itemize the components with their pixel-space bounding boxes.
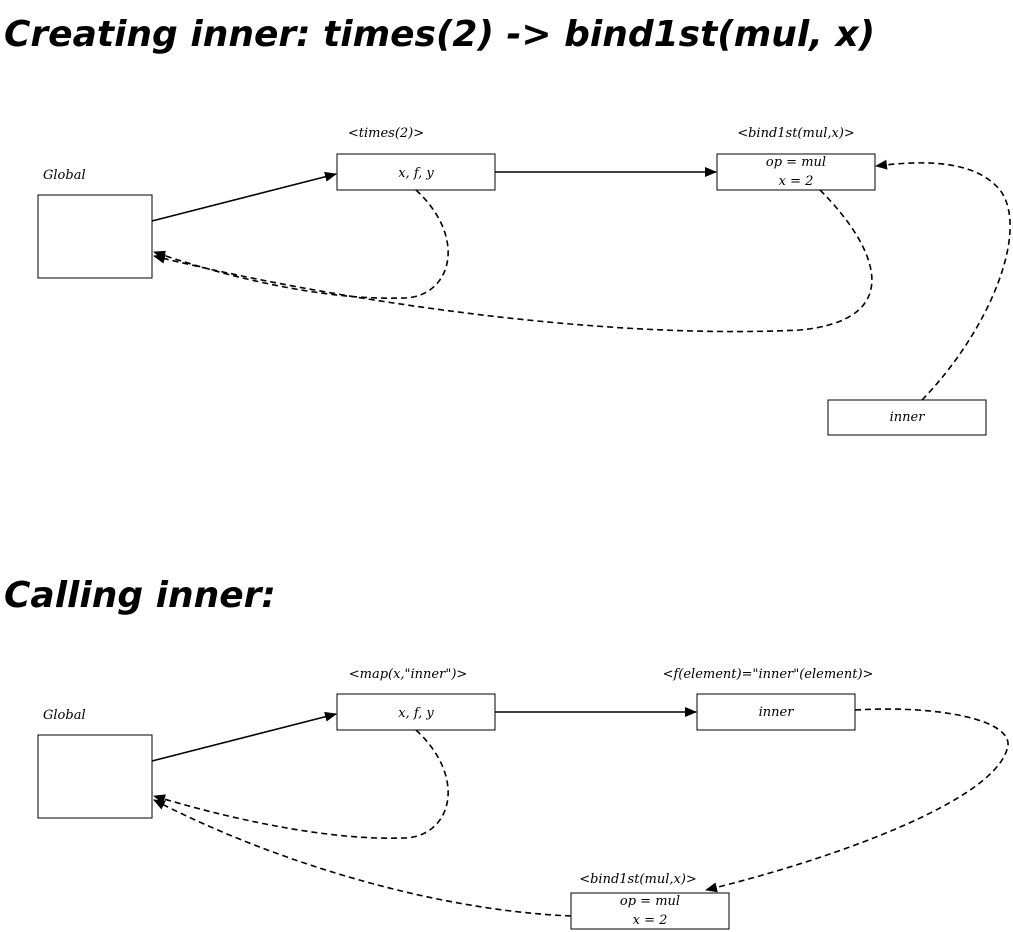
diagram1-parent-arrow-times-to-global (153, 189, 449, 299)
diagram2-f-frame-content: inner (759, 705, 795, 720)
diagram2-f-frame-title: <f(element)="inner"(element)> (663, 667, 874, 682)
diagram2-f-frame (696, 693, 856, 731)
diagram1-times-frame (336, 153, 496, 191)
diagram2-bind1st-op: op = mul (620, 894, 680, 909)
diagram2-global-label: Global (43, 708, 86, 723)
diagram1-global-label: Global (43, 168, 86, 183)
diagram2-bind1st-frame-title: <bind1st(mul,x)> (579, 872, 697, 887)
diagram1-inner-box (827, 399, 987, 436)
diagram1-bind1st-x: x = 2 (779, 174, 814, 189)
diagram1-global-frame (37, 194, 153, 279)
diagram2-bind1st-frame (570, 892, 730, 930)
diagram2-global-frame (37, 734, 153, 819)
diagram1-bind1st-op: op = mul (766, 155, 826, 170)
diagram-creating-inner: Creating inner: times(2) -> bind1st(mul,… (4, 14, 1011, 436)
diagram1-arrow-inner-to-bind1st (875, 159, 1011, 401)
diagram1-bind1st-frame-title: <bind1st(mul,x)> (737, 126, 855, 141)
diagram2-bind1st-x: x = 2 (633, 913, 668, 928)
diagram2-arrow-global-to-map (151, 711, 337, 762)
diagram1-bind1st-frame (716, 153, 876, 191)
diagram-calling-inner: Calling inner: Global <map(x,"inner")> x… (4, 575, 1009, 930)
diagram2-arrow-inner-to-bind1st (705, 708, 1009, 893)
diagram2-title: Calling inner: (4, 575, 276, 616)
diagram2-map-frame-title: <map(x,"inner")> (349, 667, 468, 682)
diagram1-inner-box-label: inner (890, 410, 926, 425)
diagram1-arrow-global-to-times (151, 171, 337, 222)
diagram1-times-frame-title: <times(2)> (348, 126, 424, 141)
diagram1-title: Creating inner: times(2) -> bind1st(mul,… (4, 14, 875, 55)
diagram1-times-frame-content: x, f, y (398, 166, 434, 181)
diagram2-parent-arrow-bind1st-to-global (153, 799, 572, 917)
diagram2-map-frame-content: x, f, y (398, 706, 434, 721)
diagram2-parent-arrow-map-to-global (153, 729, 449, 839)
diagram1-parent-arrow-bind1st-to-global (153, 189, 873, 333)
